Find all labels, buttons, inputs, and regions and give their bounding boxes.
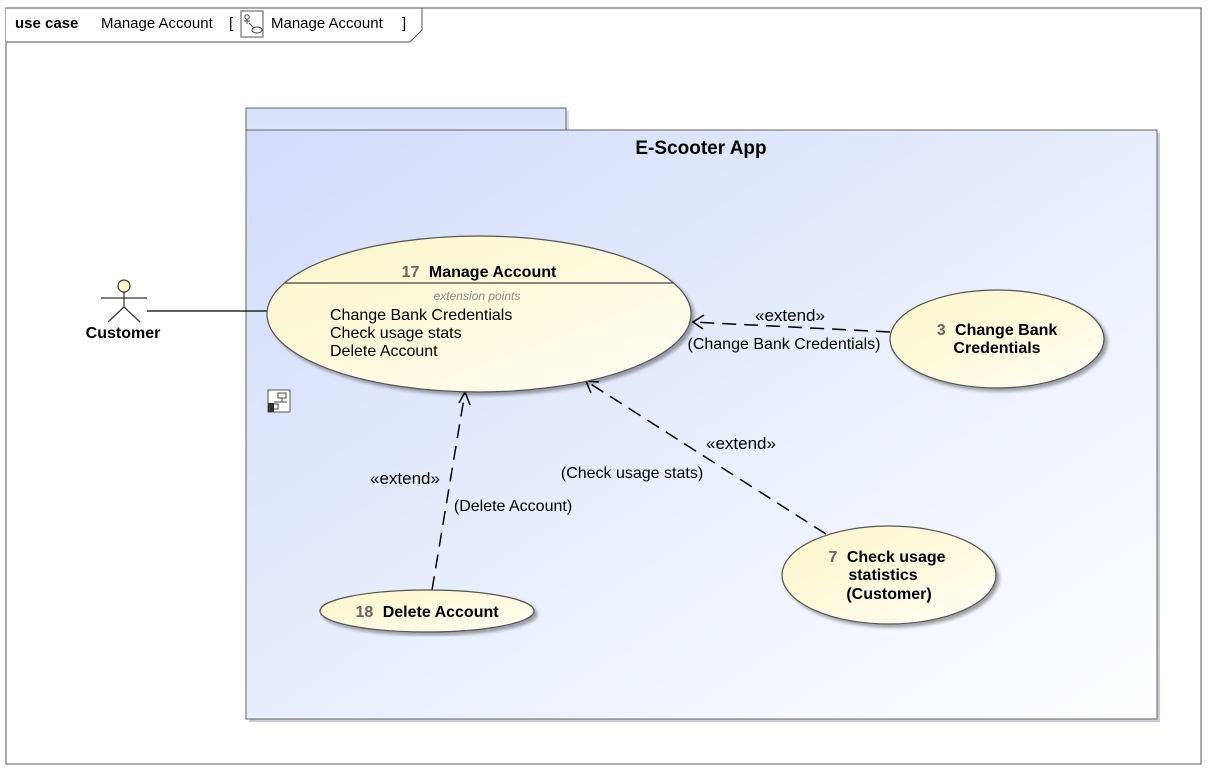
extend-relation-delete[interactable]: «extend» (Delete Account)	[370, 390, 572, 591]
frame-name: Manage Account	[101, 15, 214, 32]
use-case-name-line1: Change Bank	[955, 322, 1057, 339]
frame-kind: use case	[15, 15, 78, 32]
extension-point: Check usage stats	[330, 325, 462, 342]
actor-customer[interactable]: Customer	[86, 279, 161, 342]
extend-condition-change-bank: (Change Bank Credentials)	[688, 336, 881, 353]
actor-name: Customer	[86, 325, 161, 342]
extension-points-header: extension points	[434, 289, 521, 303]
extend-relation-check-usage[interactable]: «extend» (Check usage stats)	[561, 380, 827, 535]
use-case-number: 17	[402, 264, 420, 281]
use-case-number: 18	[355, 604, 373, 621]
frame-open-bracket: [	[229, 15, 234, 32]
use-case-name-line3: (Customer)	[846, 586, 931, 603]
use-case-name: Delete Account	[383, 604, 500, 621]
frame-diagram-name: Manage Account	[271, 15, 384, 32]
extension-point: Delete Account	[330, 343, 438, 360]
use-case-name: Manage Account	[429, 264, 557, 281]
extend-condition-check-usage: (Check usage stats)	[561, 465, 703, 482]
system-name: E-Scooter App	[635, 138, 766, 159]
extend-stereotype-change-bank: «extend»	[755, 306, 825, 325]
use-case-diagram-icon	[240, 10, 264, 38]
use-case-check-usage-statistics[interactable]: 7 Check usage statistics (Customer)	[781, 525, 997, 625]
extend-stereotype-check-usage: «extend»	[706, 434, 776, 453]
svg-text:18 Delete Account: 18 Delete Account	[355, 604, 499, 621]
use-case-delete-account[interactable]: 18 Delete Account	[319, 589, 535, 633]
use-case-name-line2: Credentials	[953, 340, 1040, 357]
use-case-name-line2: statistics	[848, 567, 917, 584]
svg-text:3 Change Bank: 3 Change Bank	[937, 322, 1058, 339]
use-case-change-bank-credentials[interactable]: 3 Change Bank Credentials	[889, 289, 1105, 389]
use-case-number: 7	[828, 549, 837, 566]
extension-point: Change Bank Credentials	[330, 307, 512, 324]
use-case-manage-account[interactable]: 17 Manage Account extension points Chang…	[266, 235, 692, 393]
svg-text:17 Manage Account: 17 Manage Account	[402, 264, 557, 281]
extend-relation-change-bank[interactable]: «extend» (Change Bank Credentials)	[688, 306, 891, 353]
extend-condition-delete: (Delete Account)	[454, 498, 572, 515]
svg-text:7 Check usage: 7 Check usage	[828, 549, 945, 566]
frame-close-bracket: ]	[402, 15, 406, 32]
linked-diagram-icon[interactable]	[267, 389, 291, 413]
use-case-number: 3	[937, 322, 946, 339]
stick-figure-actor-icon	[101, 279, 147, 323]
extend-stereotype-delete: «extend»	[370, 469, 440, 488]
use-case-name-line1: Check usage	[847, 549, 946, 566]
